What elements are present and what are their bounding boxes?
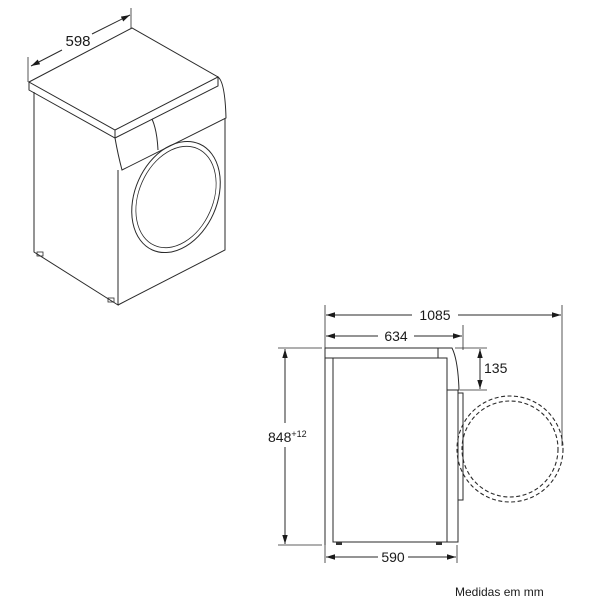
control-panel — [114, 76, 227, 171]
door-inner — [135, 145, 217, 249]
panel-divider — [151, 118, 159, 151]
foot — [336, 542, 342, 545]
top-face — [27, 27, 220, 131]
open-door-inner — [461, 400, 559, 498]
top-plate — [324, 347, 439, 359]
body — [332, 357, 448, 543]
top-plate-front-edge — [28, 82, 116, 139]
open-door-outer — [456, 395, 564, 503]
width-dimension-label: 598 — [65, 33, 90, 50]
isometric-machine: 598 — [27, 8, 227, 306]
foot — [36, 251, 44, 257]
side-view-machine: 1085 634 135 848+12 590 — [268, 305, 564, 565]
depth-top-label: 634 — [384, 328, 408, 344]
front-panel — [446, 389, 459, 543]
depth-base-label: 590 — [381, 549, 405, 565]
depth-door-open-label: 1085 — [419, 307, 450, 323]
front-face — [117, 118, 226, 306]
side-face — [33, 92, 119, 306]
door-outer — [131, 140, 221, 254]
control-panel-profile — [438, 347, 460, 391]
foot — [436, 542, 442, 545]
door-profile — [457, 392, 464, 501]
units-note: Medidas em mm — [455, 585, 544, 599]
panel-height-label: 135 — [484, 360, 508, 376]
foot — [107, 297, 115, 303]
height-label: 848+12 — [268, 429, 307, 445]
